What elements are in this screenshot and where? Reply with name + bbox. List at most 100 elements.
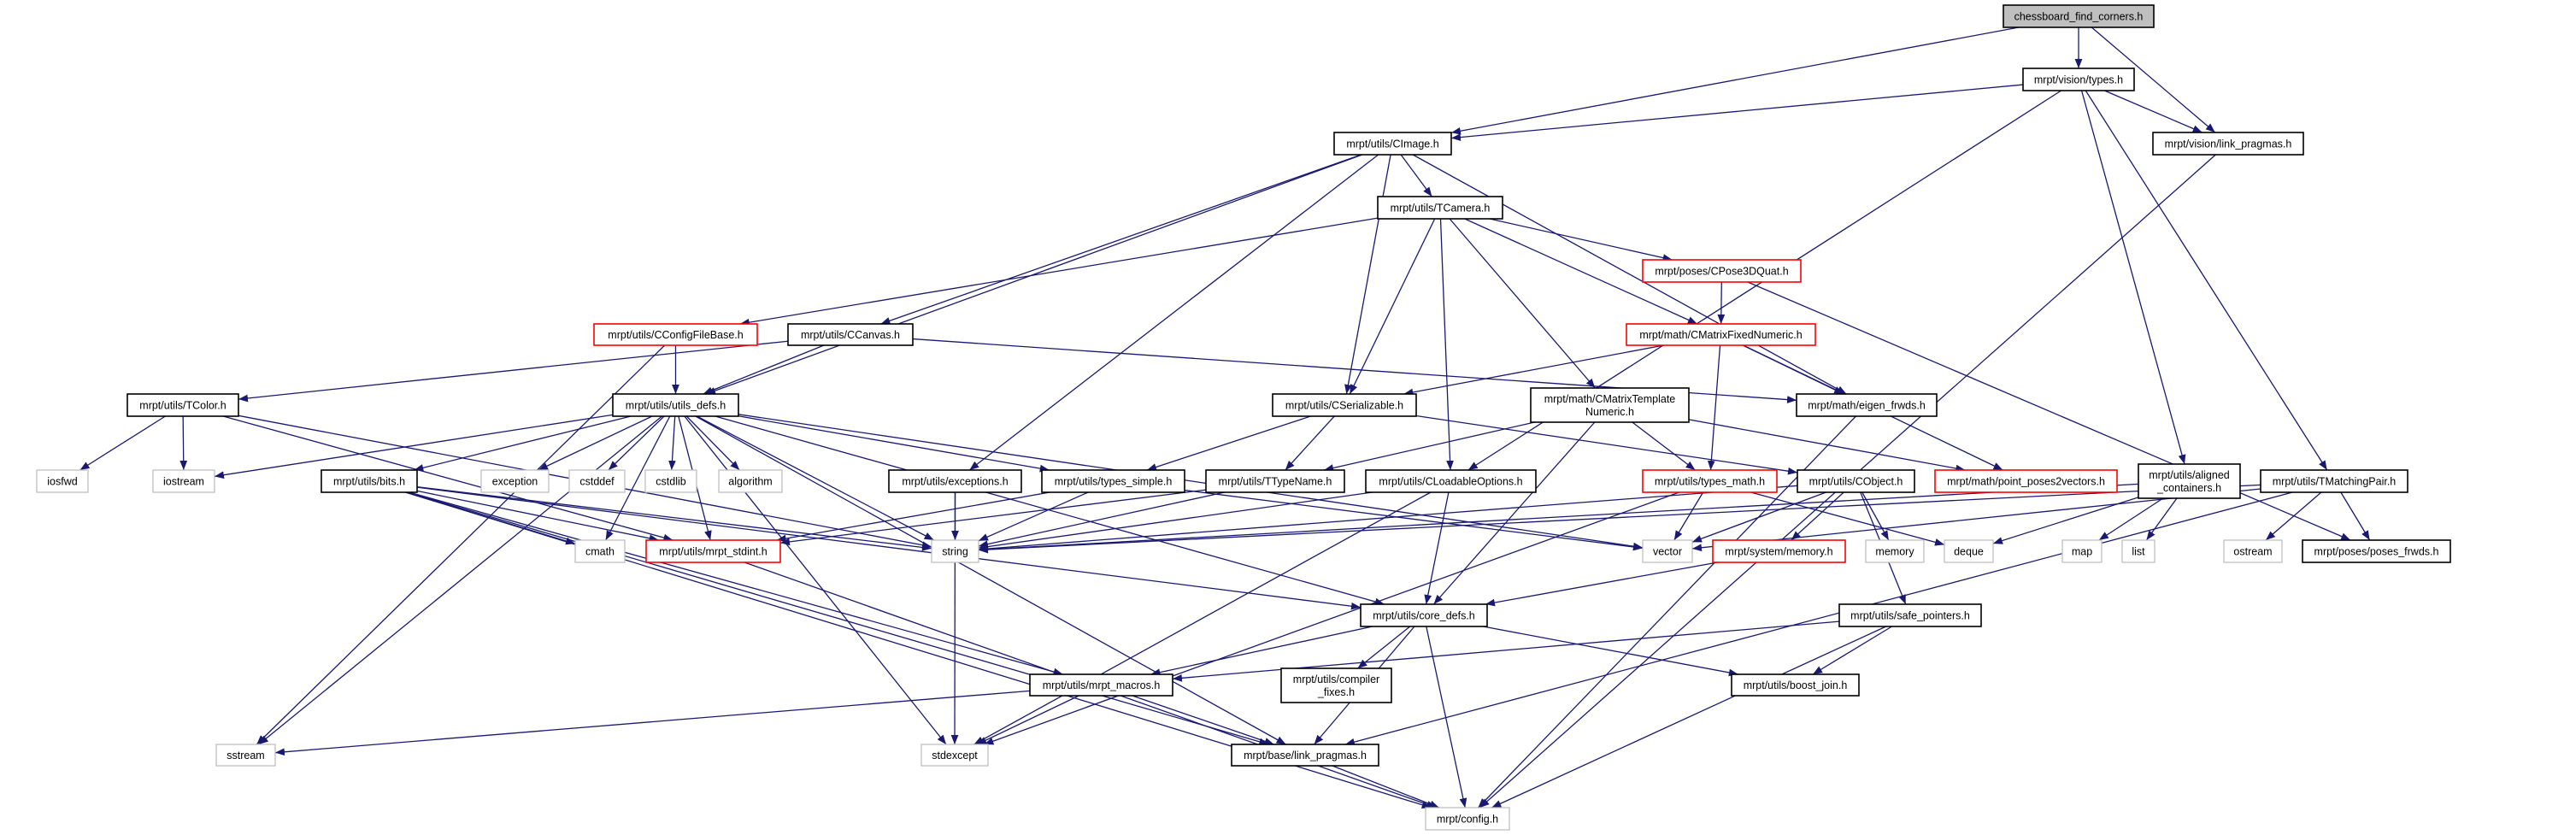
node-tcolor[interactable]: mrpt/utils/TColor.h [126, 393, 239, 417]
node-root[interactable]: chessboard_find_corners.h [2003, 4, 2155, 28]
node-list: list [2121, 539, 2155, 563]
node-aligned[interactable]: mrpt/utils/aligned_containers.h [2138, 463, 2241, 499]
node-label: mrpt/utils/boost_join.h [1744, 679, 1848, 691]
edge-tmatching-to-string [978, 484, 2261, 554]
node-box [1041, 469, 1185, 493]
node-cpose3dquat[interactable]: mrpt/poses/CPose3DQuat.h [1642, 259, 1802, 283]
node-eigen-frwds[interactable]: mrpt/math/eigen_frwds.h [1796, 393, 1938, 417]
edge-tcolor-to-iosfwd [79, 415, 166, 471]
node-label: memory [1875, 546, 1914, 558]
edge-base-link-to-config [1332, 765, 1440, 809]
node-box [1944, 539, 1994, 563]
node-exceptions[interactable]: mrpt/utils/exceptions.h [888, 469, 1022, 493]
edge-cmatfixed-to-types-math [1707, 344, 1721, 471]
edge-cobject-to-sys-memory [1791, 491, 1844, 541]
edge-cmattemplate-to-ttypename [1324, 421, 1535, 472]
edge-types-simple-to-stdint [776, 491, 1050, 543]
node-box [1333, 132, 1452, 156]
node-point-poses[interactable]: mrpt/math/point_poses2vectors.h [1934, 469, 2118, 493]
node-label: mrpt/poses/poses_frwds.h [2314, 546, 2439, 558]
edge-cloadable-to-string [978, 491, 1373, 550]
edge-core-defs-to-compiler-fixes [1357, 626, 1411, 669]
node-box [2121, 539, 2155, 563]
node-ostream: ostream [2223, 539, 2283, 563]
edges-layer [79, 26, 2371, 809]
edge-core-defs-to-config [1426, 626, 1467, 809]
node-label: mrpt/utils/bits.h [333, 476, 405, 488]
node-bits[interactable]: mrpt/utils/bits.h [321, 469, 418, 493]
node-vision-types[interactable]: mrpt/vision/types.h [2022, 68, 2135, 91]
node-cstddef: cstddef [568, 469, 626, 493]
node-boost-join[interactable]: mrpt/utils/boost_join.h [1731, 673, 1860, 697]
node-cconfig[interactable]: mrpt/utils/CConfigFileBase.h [593, 323, 758, 346]
node-label: mrpt/utils/CCanvas.h [801, 329, 900, 341]
node-label: cstddef [579, 476, 615, 488]
node-cserializable[interactable]: mrpt/utils/CSerializable.h [1272, 393, 1417, 417]
edge-utils-defs-to-base-link [695, 415, 1286, 745]
node-box [574, 539, 626, 563]
node-cmatfixed[interactable]: mrpt/math/CMatrixFixedNumeric.h [1626, 323, 1816, 346]
edge-aligned-to-deque [1992, 497, 2139, 544]
node-label: deque [1954, 546, 1984, 558]
node-box [1642, 469, 1778, 493]
node-label: mrpt/utils/TCamera.h [1391, 203, 1491, 215]
edge-utils-defs-to-cmath [605, 415, 671, 541]
node-types-math[interactable]: mrpt/utils/types_math.h [1642, 469, 1778, 493]
edge-tcolor-to-stdint [223, 415, 673, 542]
edge-ttypename-to-stdint [779, 489, 1207, 546]
node-string: string [931, 539, 979, 563]
node-box [1377, 196, 1503, 220]
node-label: mrpt/utils/types_simple.h [1055, 476, 1173, 488]
edge-cserializable-to-ttypename [1285, 415, 1335, 471]
edge-utils-defs-to-stdexcept [684, 415, 947, 745]
node-stdexcept: stdexcept [920, 744, 989, 767]
node-deque: deque [1944, 539, 1994, 563]
node-label: mrpt/utils/CObject.h [1809, 476, 1903, 488]
edge-cmattemplate-to-core-defs [1433, 421, 1596, 605]
node-vision-link[interactable]: mrpt/vision/link_pragmas.h [2152, 132, 2304, 156]
node-ttypename[interactable]: mrpt/utils/TTypeName.h [1205, 469, 1345, 493]
edge-vision-types-to-cimage [1450, 84, 2024, 141]
node-label: iosfwd [47, 476, 77, 488]
node-box [1280, 667, 1392, 703]
edge-mrpt-macros-to-stdexcept [976, 695, 1079, 745]
node-types-simple[interactable]: mrpt/utils/types_simple.h [1041, 469, 1185, 493]
node-label: stdexcept [932, 750, 978, 761]
node-safe-pointers[interactable]: mrpt/utils/safe_pointers.h [1838, 603, 1982, 627]
node-label: cstdlib [656, 476, 685, 488]
node-label: mrpt/utils/safe_pointers.h [1850, 610, 1970, 622]
node-base-link[interactable]: mrpt/base/link_pragmas.h [1231, 744, 1379, 767]
edge-core-defs-to-mrpt-macros [1150, 626, 1373, 676]
edge-bits-to-stdint [416, 490, 659, 543]
node-label: mrpt/utils/TTypeName.h [1219, 476, 1332, 488]
node-cstdlib: cstdlib [644, 469, 697, 493]
edge-bits-to-string [416, 486, 932, 551]
edge-cmattemplate-to-point-poses [1688, 419, 1966, 473]
node-tcamera[interactable]: mrpt/utils/TCamera.h [1377, 196, 1503, 220]
edge-mrpt-macros-to-sstream [274, 690, 1031, 756]
node-map: map [2061, 539, 2103, 563]
node-label: mrpt/utils/CConfigFileBase.h [608, 329, 743, 341]
node-box [1231, 744, 1379, 767]
node-stdint[interactable]: mrpt/utils/mrpt_stdint.h [645, 539, 781, 563]
edge-cimage-to-utils-defs [705, 154, 1363, 395]
node-utils-defs[interactable]: mrpt/utils/utils_defs.h [612, 393, 739, 417]
node-cobject[interactable]: mrpt/utils/CObject.h [1797, 469, 1915, 493]
node-compiler-fixes[interactable]: mrpt/utils/compiler_fixes.h [1280, 667, 1392, 703]
node-mrpt-macros[interactable]: mrpt/utils/mrpt_macros.h [1029, 673, 1173, 697]
node-label: map [2072, 546, 2092, 558]
edge-utils-defs-to-sstream [258, 415, 662, 745]
node-cloadable[interactable]: mrpt/utils/CLoadableOptions.h [1365, 469, 1537, 493]
node-sys-memory[interactable]: mrpt/system/memory.h [1712, 539, 1846, 563]
edge-safe-pointers-to-config [1491, 626, 1886, 809]
edge-utils-defs-to-core-defs [715, 415, 1385, 606]
node-box [568, 469, 626, 493]
node-label: _containers.h [2156, 482, 2221, 494]
edge-utils-defs-to-types-simple [738, 415, 1050, 473]
node-poses-frwds[interactable]: mrpt/poses/poses_frwds.h [2302, 539, 2451, 563]
node-tmatching[interactable]: mrpt/utils/TMatchingPair.h [2260, 469, 2408, 493]
node-cimage[interactable]: mrpt/utils/CImage.h [1333, 132, 1452, 156]
node-core-defs[interactable]: mrpt/utils/core_defs.h [1360, 603, 1488, 627]
node-ccanvas[interactable]: mrpt/utils/CCanvas.h [787, 323, 914, 346]
